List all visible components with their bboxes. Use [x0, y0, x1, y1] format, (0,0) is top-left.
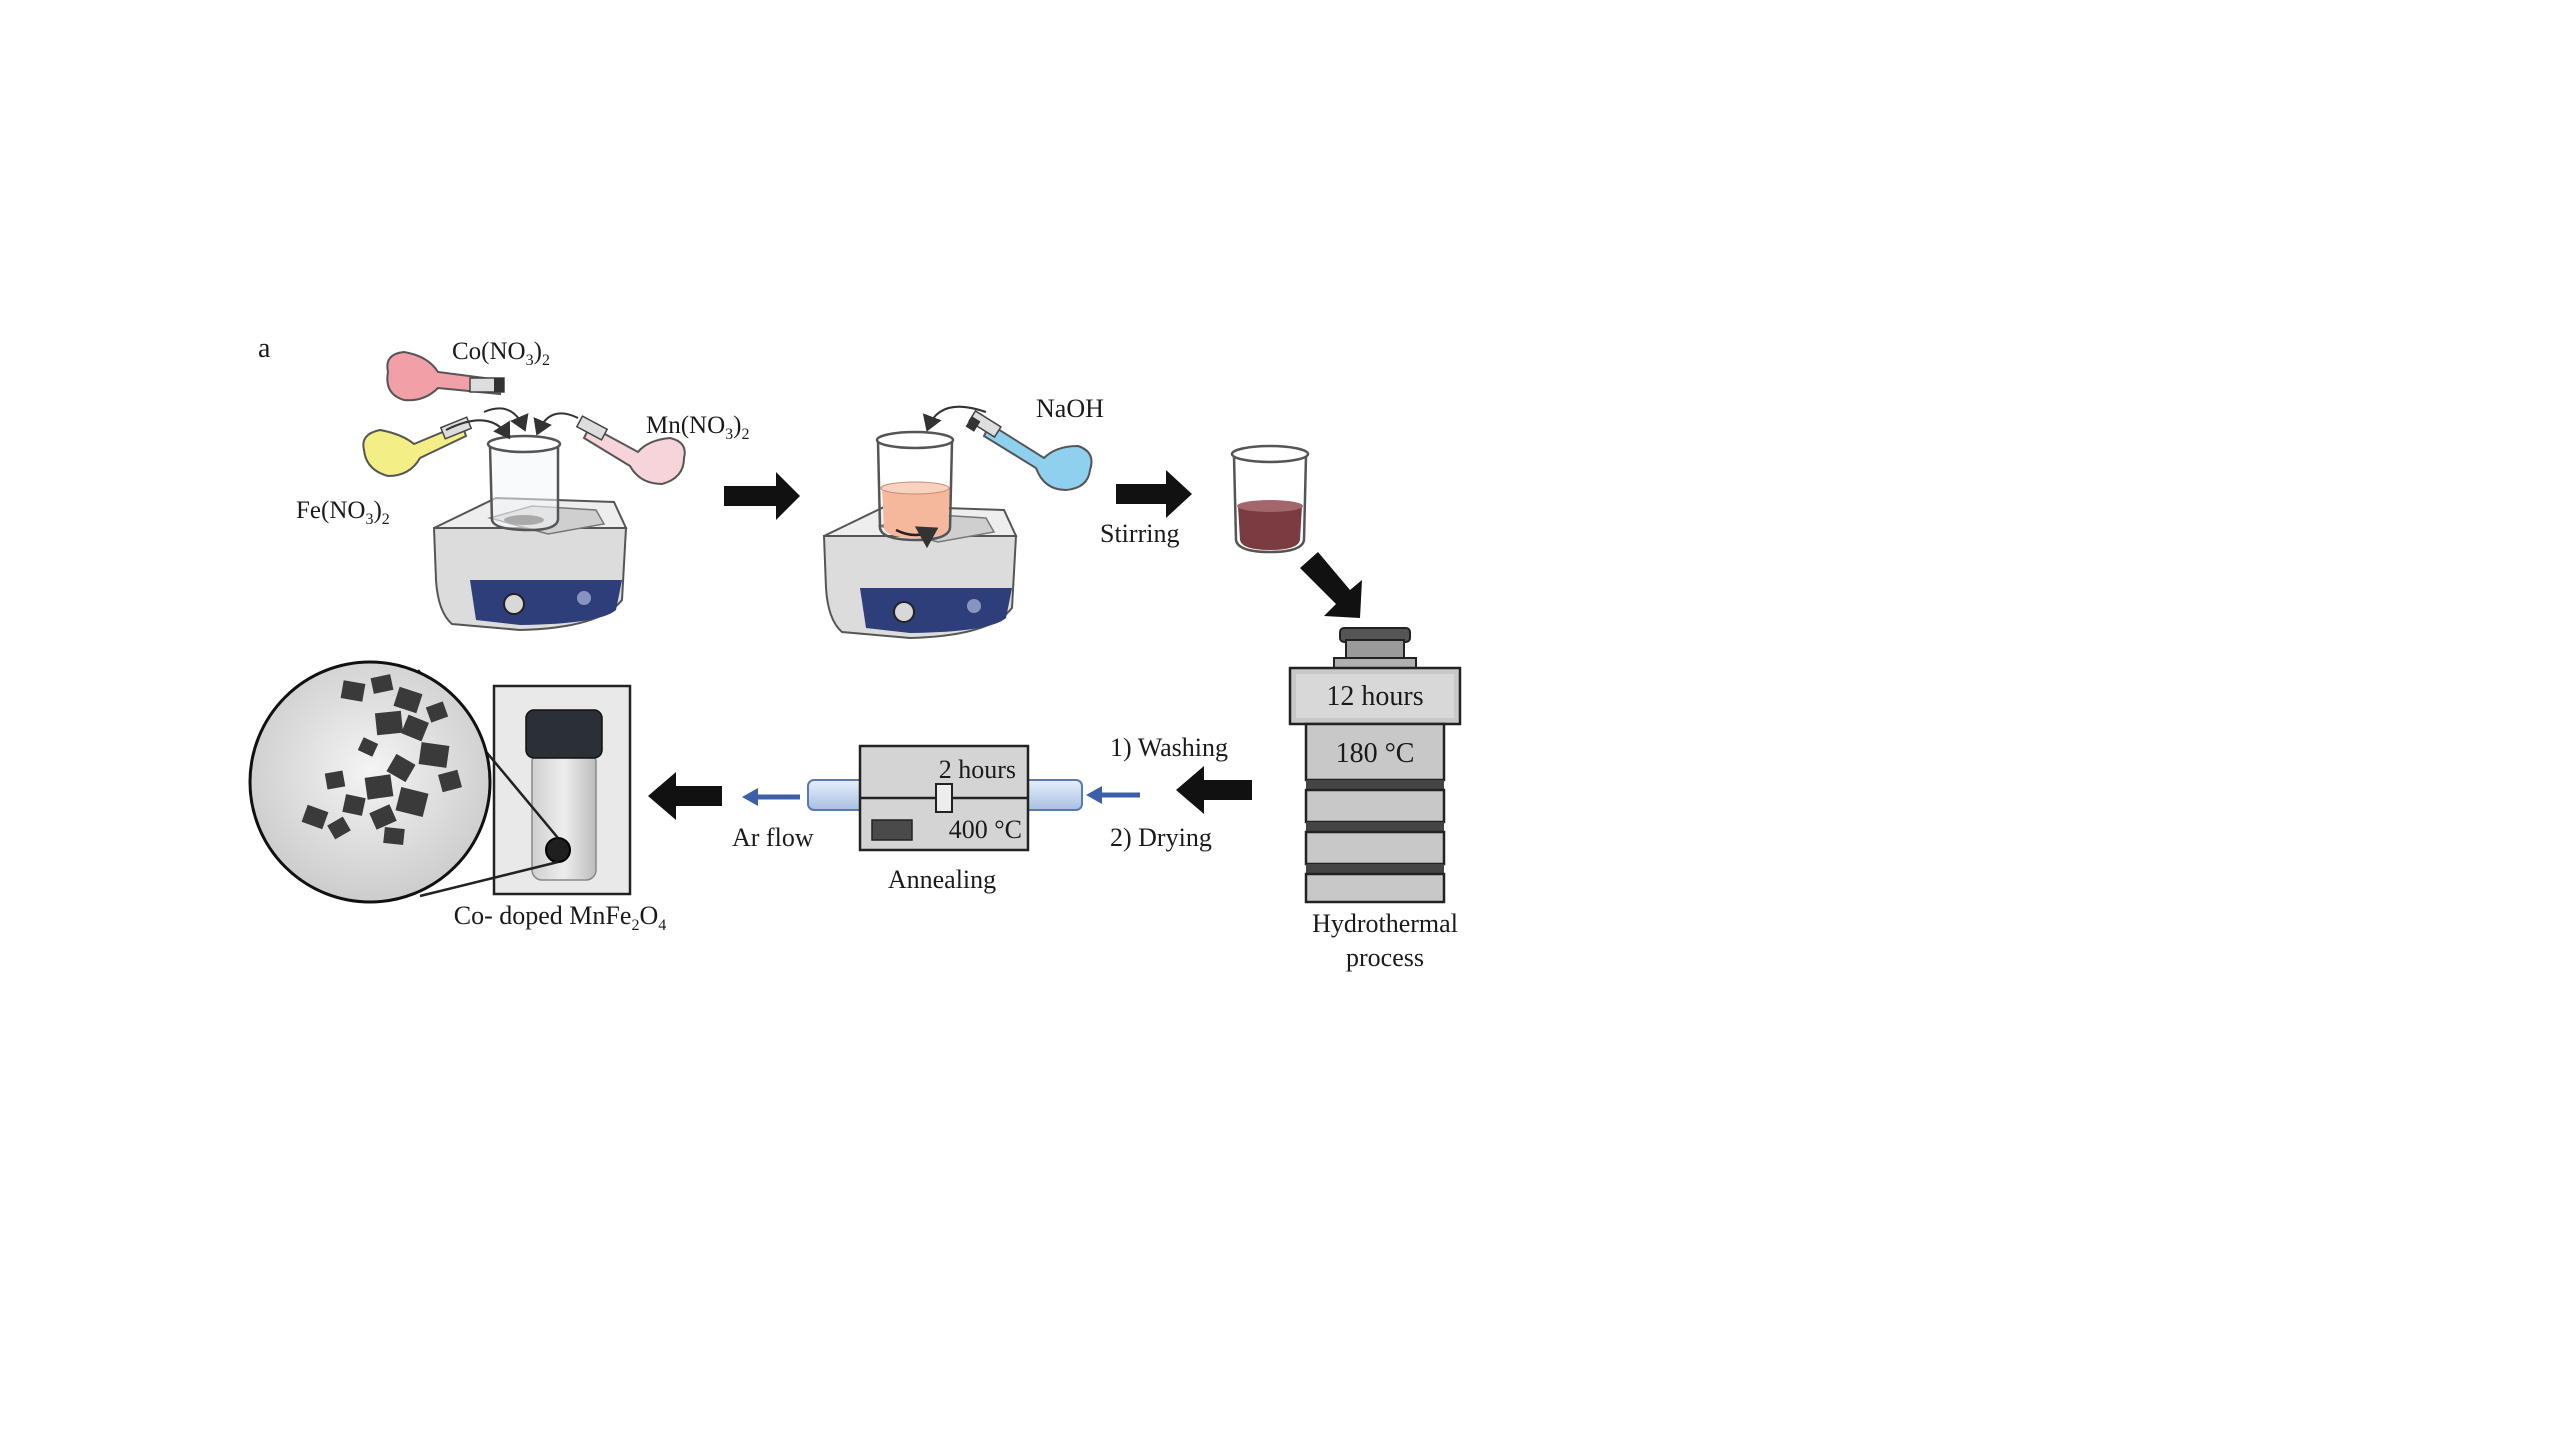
ar-flow-label: Ar flow — [732, 823, 814, 852]
hot-plate-2-icon — [822, 504, 1018, 640]
mn-nitrate-label: Mn(NO3)2 — [646, 412, 750, 443]
arrow-stirring-right — [1116, 470, 1192, 518]
zoom-line-bottom — [419, 860, 559, 898]
drying-label: 2) Drying — [1110, 823, 1212, 852]
yellow-flask-icon — [362, 416, 473, 478]
beaker-2-icon — [875, 430, 955, 549]
panel-label: a — [258, 333, 271, 364]
flow-in-arrow-icon — [1086, 786, 1140, 804]
arrow-product-left — [648, 772, 722, 820]
product-vial-photo — [492, 684, 632, 896]
beaker-3-icon — [1230, 444, 1310, 554]
pour-arrow-co — [483, 407, 529, 432]
flow-out-arrow-icon — [742, 788, 800, 806]
annealing-label: Annealing — [888, 865, 996, 894]
furnace-temp-label: 400 °C — [949, 815, 1022, 844]
pink-flask-icon — [575, 415, 686, 486]
hydrothermal-label-line1: Hydrothermal — [1312, 909, 1458, 938]
pour-arrow-naoh — [922, 405, 987, 432]
washing-label: 1) Washing — [1110, 733, 1228, 762]
furnace-time-label: 2 hours — [939, 755, 1016, 784]
product-label: Co- doped MnFe2O4 — [454, 901, 666, 934]
arrow-washing-left — [1176, 766, 1252, 814]
fe-nitrate-label: Fe(NO3)2 — [296, 497, 390, 528]
autoclave-time-label: 12 hours — [1326, 681, 1423, 712]
autoclave-temp-label: 180 °C — [1336, 738, 1415, 769]
stirring-label: Stirring — [1100, 519, 1179, 548]
co-nitrate-label: Co(NO3)2 — [452, 338, 550, 369]
blue-flask-icon — [965, 409, 1093, 492]
tube-furnace-icon — [807, 744, 1083, 852]
beaker-1-icon — [486, 434, 562, 532]
hydrothermal-label-line2: process — [1346, 943, 1424, 972]
naoh-label: NaOH — [1036, 394, 1104, 423]
arrow-down-right — [1300, 552, 1362, 618]
pour-arrow-fe — [445, 419, 511, 440]
autoclave-icon — [1288, 627, 1462, 904]
arrow-step1-right — [724, 472, 800, 520]
red-flask-icon — [386, 350, 505, 402]
tem-image — [248, 660, 492, 904]
pour-arrow-mn — [533, 412, 579, 436]
